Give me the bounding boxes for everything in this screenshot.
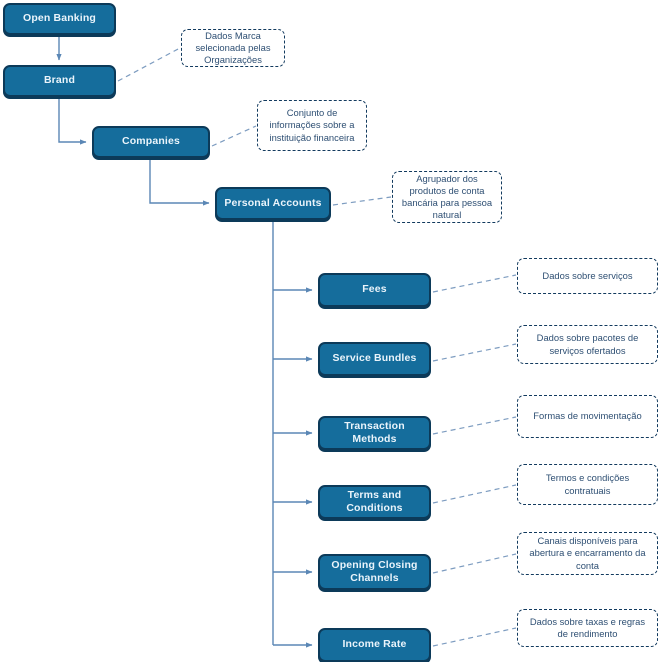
edge-companies-to-personal-accounts — [149, 160, 210, 206]
note-text: Agrupador dos produtos de conta bancária… — [401, 172, 493, 221]
note-terms-and-conditions: Termos e condições contratuais — [517, 464, 658, 505]
node-label: Opening Closing Channels — [331, 558, 418, 584]
node-label: Open Banking — [23, 12, 96, 25]
note-companies: Conjunto de informações sobre a institui… — [257, 100, 367, 151]
node-fees[interactable]: Fees — [318, 273, 431, 307]
edge-brand-to-companies — [58, 99, 87, 145]
node-label: Terms and Conditions — [346, 488, 403, 514]
note-text: Termos e condições contratuais — [545, 472, 630, 496]
callout-line-income-rate — [432, 627, 517, 647]
node-label: Brand — [43, 74, 76, 87]
node-label: Income Rate — [342, 638, 407, 651]
note-text: Dados Marca selecionada pelas Organizaçõ… — [195, 29, 271, 66]
note-text: Dados sobre serviços — [542, 269, 633, 281]
note-text: Conjunto de informações sobre a institui… — [269, 107, 355, 143]
note-text: Dados sobre pacotes de serviços ofertado… — [536, 332, 639, 356]
node-brand[interactable]: Brand — [3, 65, 116, 97]
callout-line-terms-and-conditions — [432, 484, 517, 504]
callout-line-service-bundles — [432, 343, 517, 362]
callout-line-fees — [432, 274, 517, 293]
callout-line-brand — [117, 47, 181, 82]
note-text: Dados sobre taxas e regras de rendimento — [529, 615, 646, 639]
note-income-rate: Dados sobre taxas e regras de rendimento — [517, 609, 658, 647]
node-opening-closing-channels[interactable]: Opening Closing Channels — [318, 554, 431, 590]
note-text: Formas de movimentação — [533, 410, 642, 422]
node-income-rate[interactable]: Income Rate — [318, 628, 431, 662]
node-label: Personal Accounts — [224, 196, 322, 209]
note-opening-closing-channels: Canais disponíveis para abertura e encar… — [517, 532, 658, 575]
node-transaction-methods[interactable]: Transaction Methods — [318, 416, 431, 450]
node-service-bundles[interactable]: Service Bundles — [318, 342, 431, 376]
node-label: Companies — [122, 135, 180, 148]
note-text: Canais disponíveis para abertura e encar… — [529, 535, 646, 571]
note-fees: Dados sobre serviços — [517, 258, 658, 294]
note-service-bundles: Dados sobre pacotes de serviços ofertado… — [517, 325, 658, 364]
node-companies[interactable]: Companies — [92, 126, 210, 158]
node-personal-accounts[interactable]: Personal Accounts — [215, 187, 331, 220]
note-transaction-methods: Formas de movimentação — [517, 395, 658, 438]
callout-line-opening-closing-channels — [432, 553, 517, 574]
callout-line-personal-accounts — [332, 196, 392, 206]
node-terms-and-conditions[interactable]: Terms and Conditions — [318, 485, 431, 519]
callout-line-transaction-methods — [432, 416, 517, 435]
node-label: Fees — [362, 283, 387, 296]
callout-line-companies — [211, 125, 257, 147]
node-label: Transaction Methods — [344, 419, 405, 445]
note-personal-accounts: Agrupador dos produtos de conta bancária… — [392, 171, 502, 223]
node-open-banking[interactable]: Open Banking — [3, 3, 116, 35]
node-label: Service Bundles — [332, 352, 417, 365]
note-brand: Dados Marca selecionada pelas Organizaçõ… — [181, 29, 285, 67]
